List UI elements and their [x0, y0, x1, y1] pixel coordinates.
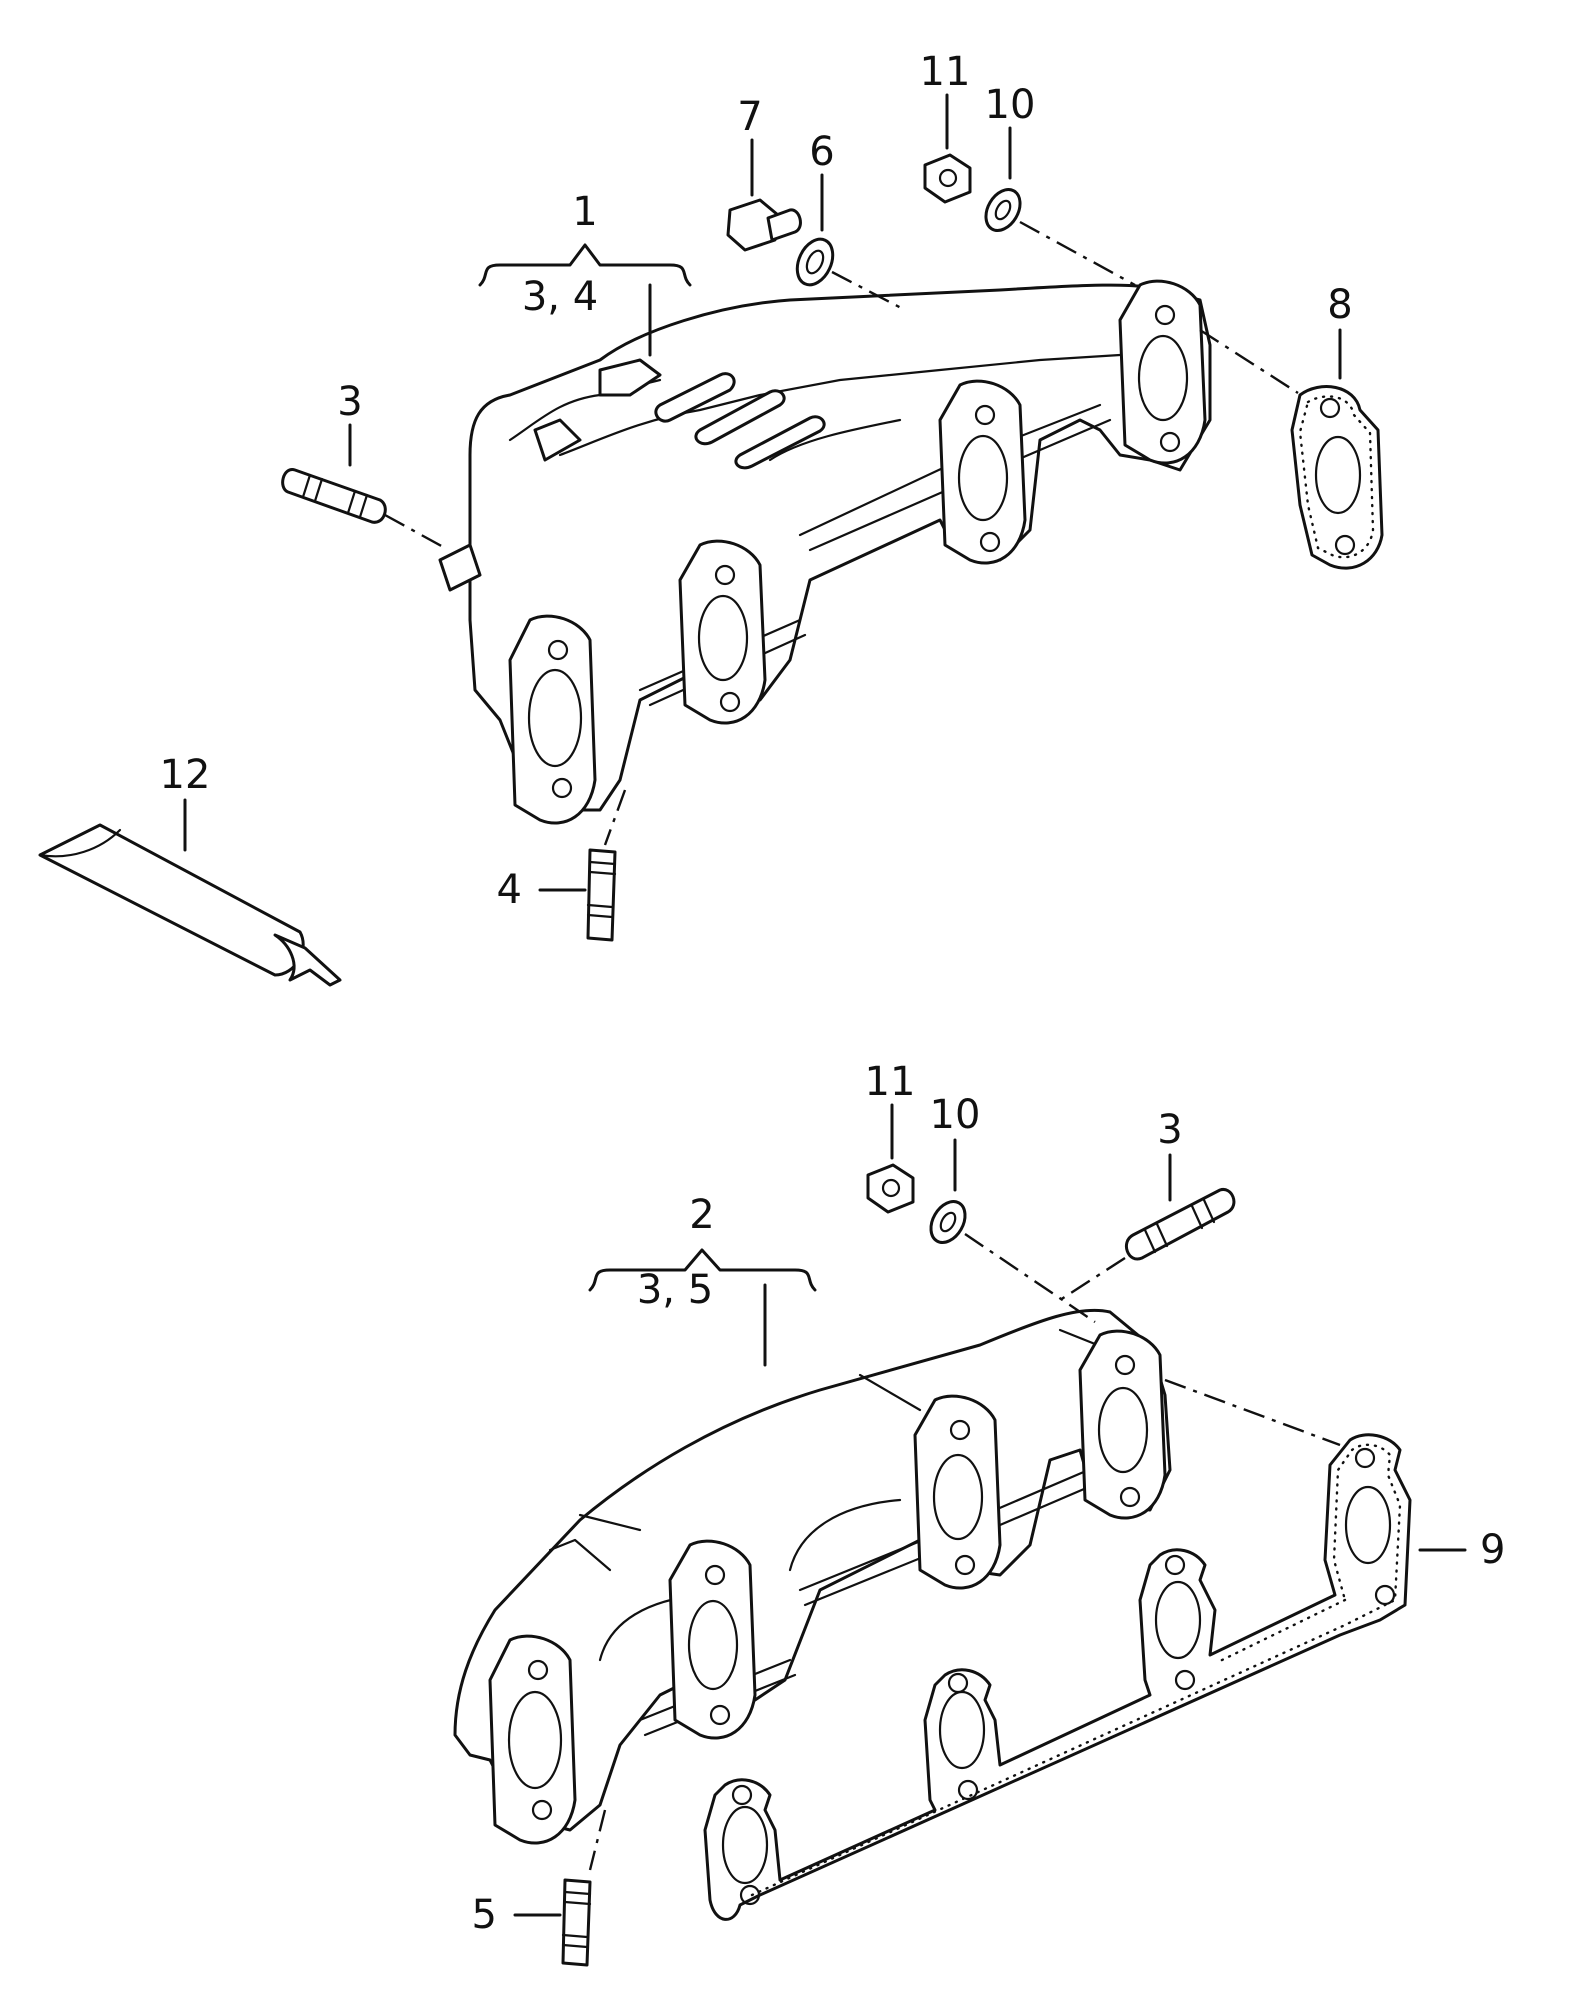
manifold-flange: [913, 1394, 1002, 1590]
callout-3b-label: 3: [1157, 1107, 1182, 1153]
bolt-7: 7: [726, 94, 802, 252]
gasket-9: 9: [703, 1433, 1505, 1921]
stud-5: 5: [472, 1809, 607, 1967]
washer-10-lower: 10: [929, 1092, 1096, 1323]
callout-6-label: 6: [809, 129, 834, 175]
stud-3-upper: 3: [281, 379, 446, 550]
callout-5-label: 5: [472, 1892, 497, 1938]
stud-3-lower: 3: [1059, 1107, 1236, 1302]
callout-2-sub-label: 3, 5: [637, 1267, 713, 1313]
washer-6: 6: [795, 129, 906, 312]
callout-10b-label: 10: [930, 1092, 981, 1138]
manifold-flange: [938, 379, 1027, 565]
stud-4: 4: [497, 789, 627, 942]
washer-10-upper: 10: [984, 82, 1136, 287]
nut-11-lower: 11: [865, 1059, 916, 1214]
manifold-flange: [1118, 279, 1207, 465]
callout-12-label: 12: [160, 752, 211, 798]
callout-4-label: 4: [497, 867, 522, 913]
exhaust-manifold-lower: [453, 1308, 1172, 1845]
manifold-flange: [1078, 1329, 1167, 1520]
manifold-flange: [678, 539, 767, 725]
callout-8-label: 8: [1327, 282, 1352, 328]
nut-11-upper: 11: [920, 49, 972, 204]
callout-3a-label: 3: [337, 379, 362, 425]
callout-1-sub-label: 3, 4: [522, 274, 598, 320]
callout-11a-label: 11: [920, 49, 971, 95]
callout-11b-label: 11: [865, 1059, 916, 1105]
callout-10a-label: 10: [985, 82, 1036, 128]
callout-1-label: 1: [572, 189, 597, 235]
manifold-flange: [668, 1539, 757, 1740]
exhaust-manifold-upper: [438, 279, 1212, 825]
callout-7-label: 7: [737, 94, 762, 140]
callout-2: 2 3, 5: [588, 1192, 817, 1367]
callout-1: 1 3, 4: [478, 189, 692, 357]
manifold-flange: [488, 1634, 577, 1845]
sealant-tube-12: 12: [38, 752, 342, 987]
manifold-flange: [508, 614, 597, 825]
callout-2-label: 2: [689, 1192, 714, 1238]
callout-9-label: 9: [1480, 1527, 1505, 1573]
gasket-8: 8: [1199, 282, 1384, 570]
